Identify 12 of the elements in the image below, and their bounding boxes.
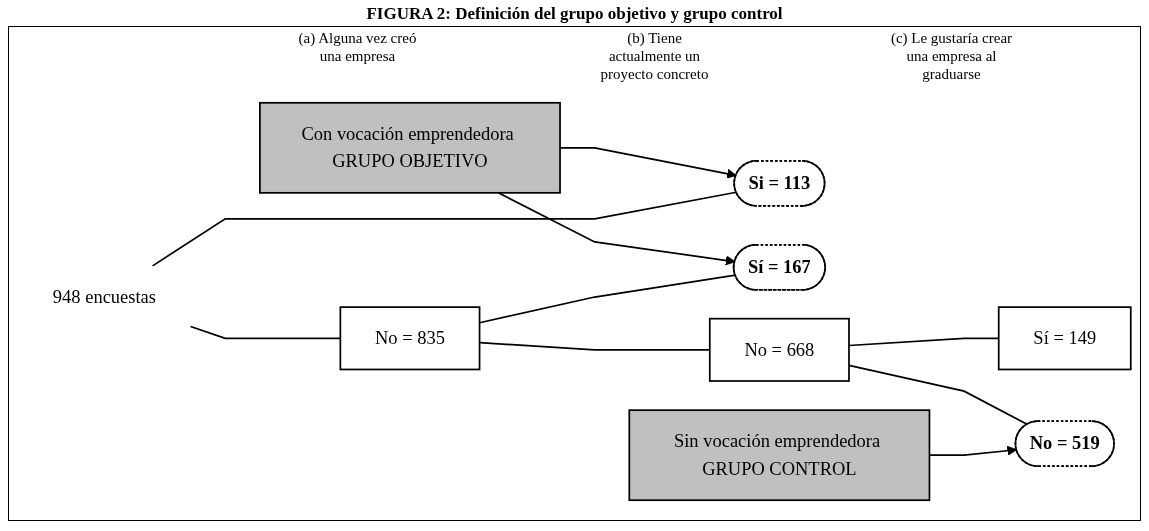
connector	[848, 364, 1029, 426]
node-text: 948 encuestas	[52, 286, 156, 307]
node-box: Sin vocación emprendedora GRUPO CONTROL	[628, 409, 931, 502]
node-box: No = 835	[339, 306, 481, 371]
node-box: No = 668	[708, 317, 850, 382]
column-heading: (a) Alguna vez creó una empresa	[297, 29, 418, 66]
node-box: Sí = 149	[997, 306, 1132, 371]
column-heading: (c) Le gustaría crear una empresa al graduarse	[889, 29, 1014, 83]
column-heading: (b) Tiene actualmente un proyecto concreto	[599, 29, 710, 83]
figure-title: FIGURA 2: Definición del grupo objetivo y grupo control	[365, 4, 784, 24]
node-box: Con vocación emprendedora GRUPO OBJETIVO	[259, 101, 561, 194]
arrow	[497, 191, 736, 266]
